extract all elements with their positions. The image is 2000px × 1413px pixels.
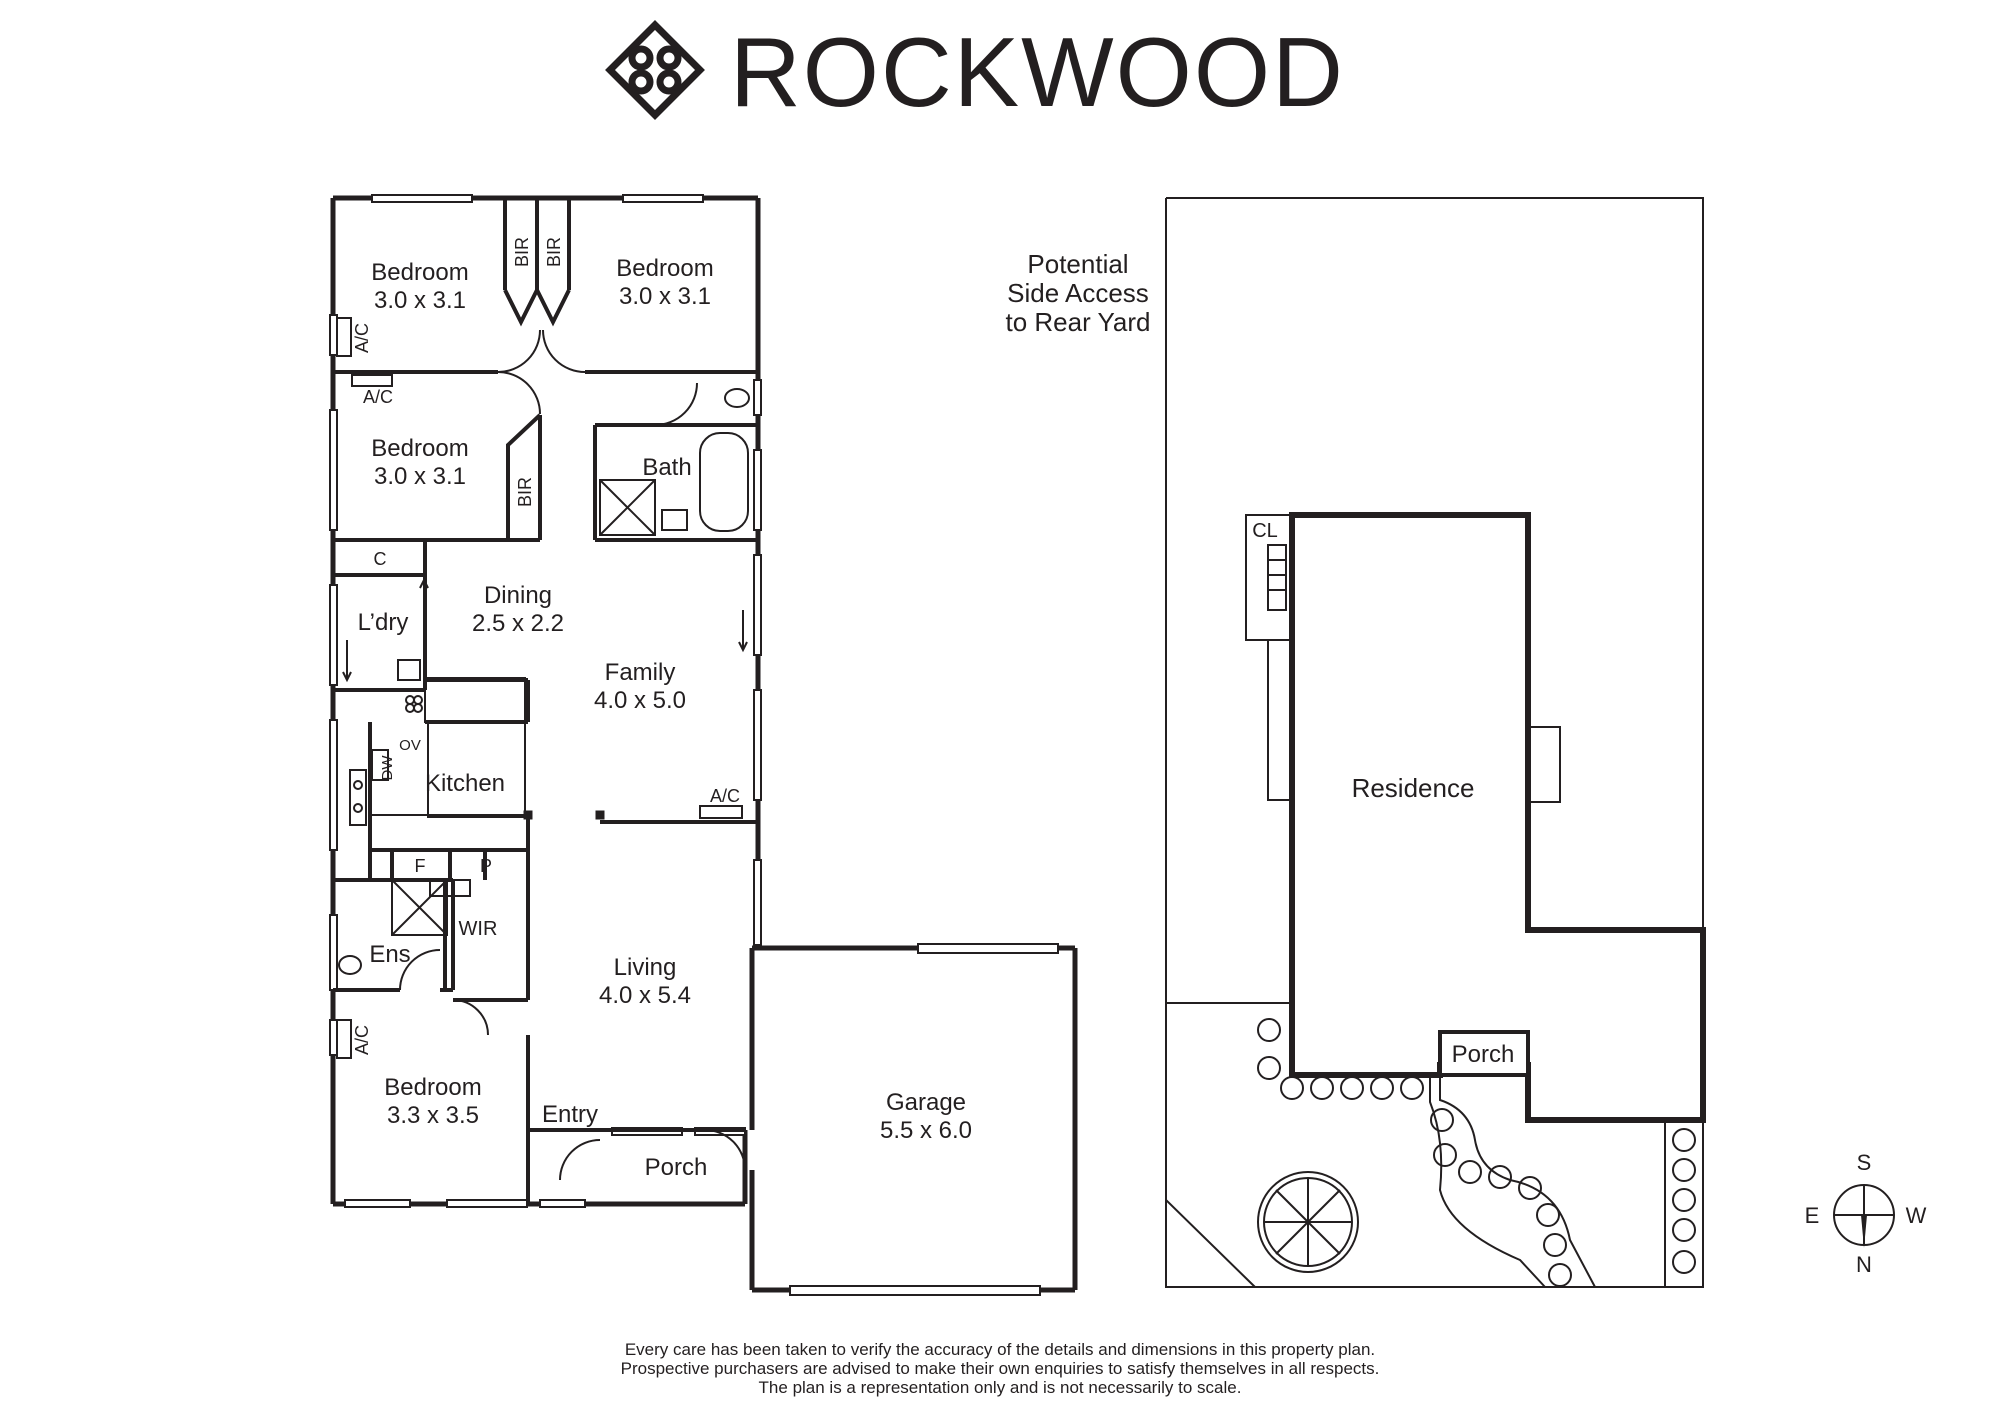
bedroom-2-name: Bedroom [616,255,713,282]
fixture-labels: BIR BIR BIR A/C A/C A/C A/C C F P OV DW … [352,237,740,1055]
rockwood-diamond-logo-icon [605,20,705,120]
ac-label: A/C [363,387,393,407]
residence-footprint [1289,512,1706,1123]
compass-labels: S W N E [1805,1150,1927,1277]
shrubs [1257,1018,1696,1287]
bedroom-4-name: Bedroom [384,1074,481,1101]
dining-size: 2.5 x 2.2 [472,610,564,637]
ensuite-name: Ens [369,941,410,968]
bath-fixtures [338,388,750,975]
bedroom-4-size: 3.3 x 3.5 [387,1102,479,1129]
family-name: Family [605,659,676,686]
oven-label: OV [399,737,421,754]
living-name: Living [614,954,677,981]
property-boundary [1165,197,1704,1288]
garden-path-edge [1429,1075,1546,1288]
bedroom-1-name: Bedroom [371,259,468,286]
compass-south: S [1857,1150,1872,1175]
porch-name: Porch [645,1154,708,1181]
bedroom-3-size: 3.0 x 3.1 [374,463,466,490]
floor-plan [329,194,1078,1296]
dining-name: Dining [484,582,552,609]
compass-north: N [1856,1252,1872,1277]
residence-label: Residence [1352,773,1475,803]
laundry-name: L’dry [358,609,409,636]
bir-label: BIR [512,237,532,267]
compass-icon [1833,1184,1895,1248]
bedroom-3-name: Bedroom [371,435,468,462]
kitchen-name: Kitchen [425,770,505,797]
disclaimer-line-2: Prospective purchasers are advised to ma… [620,1359,1380,1378]
wir-label: WIR [459,918,498,940]
door-swings [399,329,746,1181]
site-plan-labels: Potential Side Access to Rear Yard Resid… [1005,249,1514,1068]
sliding-door-arrows [342,577,748,683]
bir-label: BIR [544,237,564,267]
bedroom-2-size: 3.0 x 3.1 [619,283,711,310]
garage-name: Garage [886,1089,966,1116]
floor-plan-outer-walls [330,195,761,1207]
side-access-line-2: Side Access [1007,278,1149,308]
entry-name: Entry [542,1101,598,1128]
disclaimer-line-1: Every care has been taken to verify the … [624,1340,1376,1359]
windows [329,194,762,1208]
floor-plan-labels: Bedroom 3.0 x 3.1 Bedroom 3.0 x 3.1 Bedr… [358,255,972,1181]
site-plan [1165,197,1706,1288]
compass-east: E [1805,1203,1820,1228]
ac-label: A/C [352,1025,372,1055]
site-porch-label: Porch [1452,1041,1515,1068]
side-access-line-1: Potential [1027,249,1128,279]
cupboard-label: C [374,549,387,569]
bedroom-1-size: 3.0 x 3.1 [374,287,466,314]
ac-units [336,317,743,1059]
dishwasher-label: DW [379,755,396,781]
fridge-label: F [415,856,426,876]
kitchen-bench [349,659,528,826]
interior-walls [333,198,758,1204]
living-size: 4.0 x 5.4 [599,982,691,1009]
family-size: 4.0 x 5.0 [594,687,686,714]
brand-name: ROCKWOOD [730,17,1345,127]
ac-label: A/C [710,786,740,806]
pantry-label: P [480,856,492,876]
side-access-line-3: to Rear Yard [1005,307,1150,337]
side-structures [1245,514,1561,803]
garage-size: 5.5 x 6.0 [880,1117,972,1144]
tree-icon [1257,1171,1359,1273]
clothesline-label: CL [1252,520,1278,542]
bir-label: BIR [515,477,535,507]
disclaimer: Every care has been taken to verify the … [0,1340,2000,1397]
compass-west: W [1906,1203,1927,1228]
disclaimer-line-3: The plan is a representation only and is… [758,1378,1242,1397]
residence-porch [1438,1030,1530,1077]
bath-name: Bath [642,454,691,481]
ac-label: A/C [352,323,372,353]
